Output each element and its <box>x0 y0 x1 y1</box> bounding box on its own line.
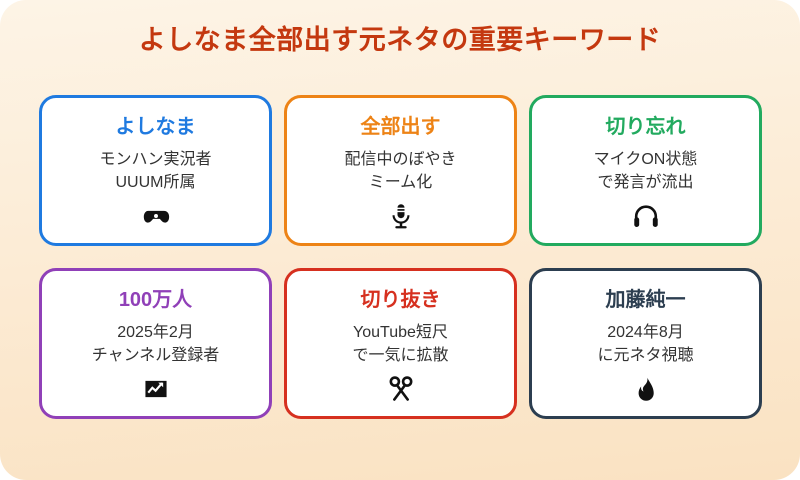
card-zenbu-dasu[interactable]: 全部出す 配信中のぼやき ミーム化 <box>284 95 517 246</box>
card-body-line-1: YouTube短尺 <box>353 324 448 341</box>
card-kirinuki[interactable]: 切り抜き YouTube短尺 で一気に拡散 <box>284 268 517 419</box>
card-kato-junichi[interactable]: 加藤純一 2024年8月 に元ネタ視聴 <box>529 268 762 419</box>
card-body-line-2: に元ネタ視聴 <box>597 347 694 364</box>
card-heading: 切り忘れ <box>605 116 686 138</box>
card-body: YouTube短尺 で一気に拡散 <box>352 321 448 367</box>
card-body-line-1: 2025年2月 <box>117 324 194 341</box>
card-body: 2025年2月 チャンネル登録者 <box>92 321 220 367</box>
card-body-line-2: で発言が流出 <box>597 174 694 191</box>
card-heading: よしなま <box>115 116 196 138</box>
card-heading: 100万人 <box>118 289 193 311</box>
scissors-icon <box>385 373 417 405</box>
card-yoshinama[interactable]: よしなま モンハン実況者 UUUM所属 <box>39 95 272 246</box>
card-body-line-1: マイクON状態 <box>593 151 698 168</box>
keyword-card-grid: よしなま モンハン実況者 UUUM所属 全部出す 配信中のぼやき ミーム化 <box>39 95 762 419</box>
headphones-icon <box>630 200 662 232</box>
card-body-line-2: で一気に拡散 <box>352 347 449 364</box>
card-body-line-2: UUUM所属 <box>115 174 196 191</box>
chart-increasing-icon <box>140 373 172 405</box>
card-body: 配信中のぼやき ミーム化 <box>344 148 456 194</box>
card-body-line-1: モンハン実況者 <box>99 151 212 168</box>
card-body: マイクON状態 で発言が流出 <box>594 148 698 194</box>
card-body: モンハン実況者 UUUM所属 <box>99 148 211 194</box>
card-body-line-2: チャンネル登録者 <box>91 347 220 364</box>
gamepad-icon <box>140 200 172 232</box>
card-heading: 全部出す <box>360 116 441 138</box>
page-title: よしなま全部出す元ネタの重要キーワード <box>138 25 662 55</box>
card-body-line-1: 配信中のぼやき <box>344 151 457 168</box>
card-body: 2024年8月 に元ネタ視聴 <box>597 321 693 367</box>
card-body-line-2: ミーム化 <box>368 174 433 191</box>
card-heading: 加藤純一 <box>605 289 686 311</box>
microphone-icon <box>385 200 417 232</box>
card-body-line-1: 2024年8月 <box>607 324 684 341</box>
fire-icon <box>630 373 662 405</box>
card-heading: 切り抜き <box>360 289 441 311</box>
card-subscribers[interactable]: 100万人 2025年2月 チャンネル登録者 <box>39 268 272 419</box>
card-kiriwasure[interactable]: 切り忘れ マイクON状態 で発言が流出 <box>529 95 762 246</box>
